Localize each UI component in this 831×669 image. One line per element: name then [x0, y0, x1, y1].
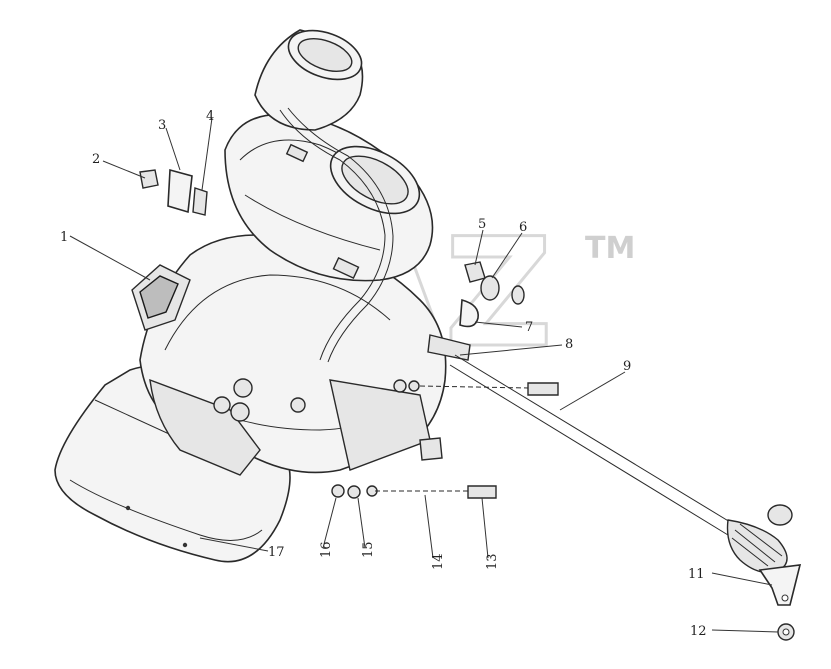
- clip-and-nut: [758, 564, 802, 641]
- callout-7: 7: [525, 320, 533, 335]
- callout-11: 11: [688, 567, 705, 582]
- callouts: 1 2 3 4 5 6 7 8 9 11 12 13 14 15 16 17: [60, 109, 707, 639]
- inlet-flange: [131, 264, 191, 331]
- callout-5: 5: [478, 217, 486, 232]
- callout-12: 12: [690, 624, 707, 639]
- callout-15: 15: [361, 541, 376, 558]
- turbine-housing: [139, 234, 447, 476]
- compressor-housing: [224, 29, 434, 282]
- callout-4: 4: [206, 109, 214, 124]
- callout-2: 2: [92, 152, 100, 167]
- bolts-washers-lower: [331, 379, 559, 499]
- callout-1: 1: [60, 230, 68, 245]
- callout-16: 16: [319, 541, 334, 558]
- bolt-clamp-group: [139, 168, 208, 216]
- callout-3: 3: [158, 118, 166, 133]
- callout-14: 14: [431, 553, 446, 570]
- callout-17: 17: [268, 545, 285, 560]
- callout-9: 9: [623, 359, 631, 374]
- callout-13: 13: [485, 553, 500, 570]
- oil-feed-tube: [279, 107, 394, 363]
- drain-tube: [449, 354, 793, 574]
- watermark-trademark: TM: [585, 231, 635, 266]
- fittings-right: [427, 261, 525, 361]
- leader-lines: [69, 117, 779, 633]
- callout-6: 6: [519, 220, 527, 235]
- callout-8: 8: [565, 337, 573, 352]
